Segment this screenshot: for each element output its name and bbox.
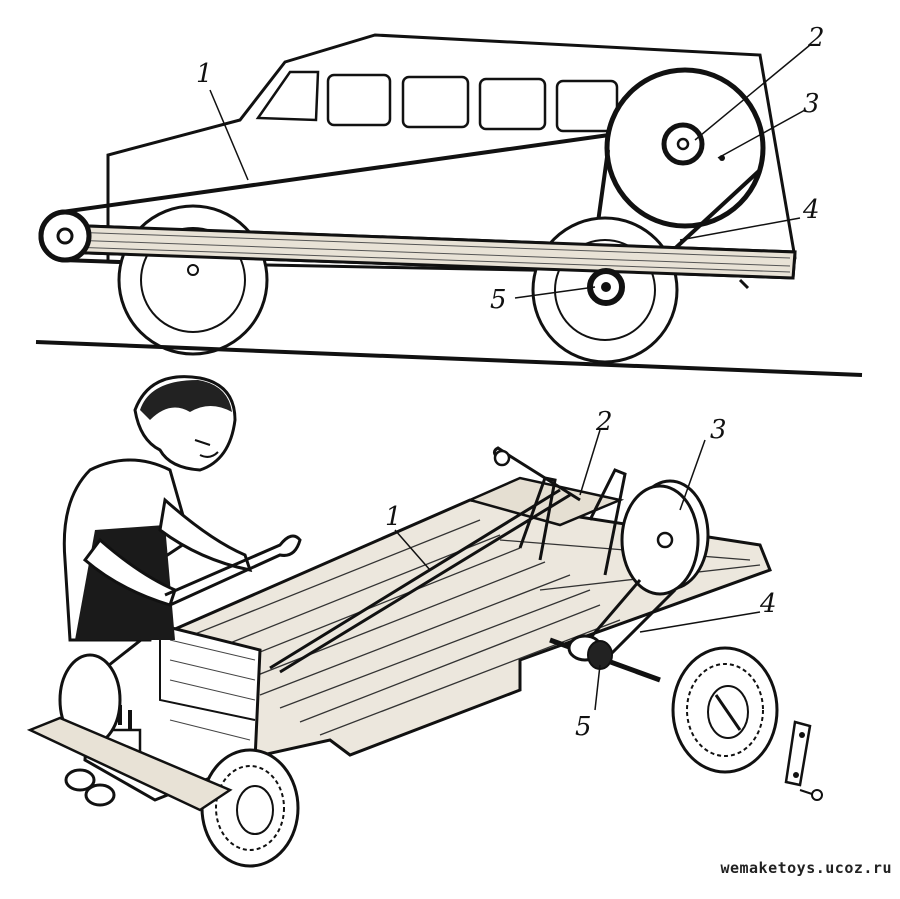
small-pulley-2 — [661, 122, 705, 166]
front-axle-pulley-5 — [549, 634, 661, 683]
crank-handle — [493, 446, 581, 502]
bottom-diagram-chassis-assembly: 1 2 3 4 5 — [26, 375, 823, 868]
boy-figure — [62, 375, 302, 642]
large-pulley-3 — [620, 479, 710, 596]
label-1: 1 — [196, 59, 213, 89]
label-2: 2 — [807, 23, 825, 53]
chassis-plank — [147, 498, 772, 762]
rubber-band-1 — [269, 488, 571, 674]
label-1: 1 — [385, 502, 402, 532]
top-diagram-bus-side-view: 1 2 3 4 5 — [35, 23, 863, 377]
metal-strap-and-screw — [784, 720, 823, 801]
label-2: 2 — [595, 407, 613, 437]
bus-windows — [255, 70, 619, 133]
ground-line — [35, 340, 863, 377]
label-5: 5 — [490, 285, 507, 315]
label-4: 4 — [802, 195, 820, 225]
label-4: 4 — [759, 589, 777, 619]
front-spools — [64, 768, 116, 807]
site-watermark: wemaketoys.ucoz.ru — [720, 859, 892, 877]
pliers-tool — [164, 534, 302, 607]
label-5: 5 — [575, 712, 592, 742]
label-3: 3 — [803, 89, 820, 119]
label-3: 3 — [710, 415, 727, 445]
front-plank — [26, 716, 233, 812]
bracket — [518, 468, 627, 576]
loose-wheel — [671, 646, 779, 774]
front-right-wheel — [200, 748, 300, 868]
bus-body-outline — [106, 33, 797, 277]
